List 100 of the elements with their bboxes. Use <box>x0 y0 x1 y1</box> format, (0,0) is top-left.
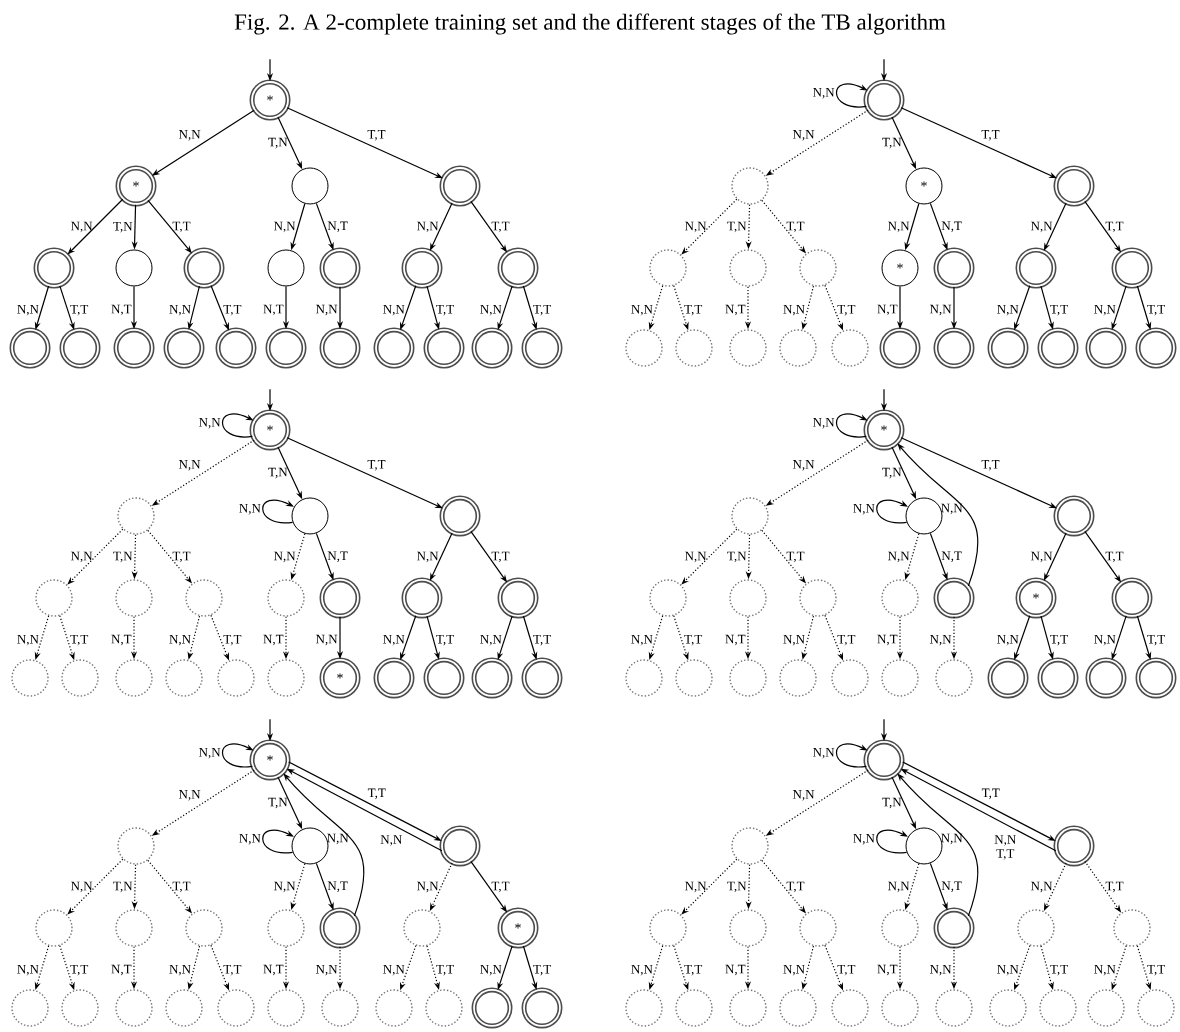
title: Fig. 2. A 2-complete training set and the different stages of the TB algorithm <box>234 13 946 35</box>
back-arrow <box>897 443 979 587</box>
state-circle <box>165 659 203 697</box>
state-circle <box>11 659 49 697</box>
state-circle <box>831 989 869 1027</box>
state-circle <box>267 909 305 947</box>
state-circle <box>935 989 973 1027</box>
state-circle <box>471 657 513 699</box>
state-circle <box>649 249 687 287</box>
state-circle <box>439 825 481 867</box>
state-circle <box>731 167 769 205</box>
state-circle <box>521 657 563 699</box>
state-circle <box>905 497 943 535</box>
loop-arrow <box>876 499 908 524</box>
state-circle <box>319 327 361 369</box>
state-circle <box>1137 989 1175 1027</box>
state-circle <box>319 577 361 619</box>
state-circle <box>1085 657 1127 699</box>
state-circle <box>113 327 155 369</box>
arrow <box>67 528 124 585</box>
state-circle <box>863 79 905 121</box>
state-circle <box>1053 165 1095 207</box>
state-circle <box>163 327 205 369</box>
state-circle <box>729 579 767 617</box>
state-circle <box>1015 247 1057 289</box>
state-circle <box>497 247 539 289</box>
state-circle <box>1017 909 1055 947</box>
state-circle <box>61 659 99 697</box>
state-circle <box>729 909 767 947</box>
state-circle <box>291 167 329 205</box>
state-circle <box>165 989 203 1027</box>
state-circle <box>625 989 663 1027</box>
arrow <box>681 528 738 585</box>
state-circle <box>35 579 73 617</box>
state-circle <box>425 989 463 1027</box>
state-circle <box>423 327 465 369</box>
state-circle <box>1053 825 1095 867</box>
state-circle <box>1039 989 1077 1027</box>
loop-arrow <box>262 829 294 854</box>
state-circle <box>905 827 943 865</box>
state-circle <box>729 989 767 1027</box>
state-circle <box>625 659 663 697</box>
state-circle <box>521 327 563 369</box>
state-circle <box>439 165 481 207</box>
arrow <box>67 858 124 915</box>
state-circle <box>497 577 539 619</box>
state-circle <box>1085 327 1127 369</box>
state-circle <box>267 659 305 697</box>
state-circle <box>215 327 257 369</box>
state-circle <box>1111 247 1153 289</box>
state-circle <box>675 659 713 697</box>
state-circle <box>987 657 1029 699</box>
state-circle <box>401 577 443 619</box>
state-circle <box>403 909 441 947</box>
state-circle <box>1135 657 1177 699</box>
state-circle <box>521 987 563 1029</box>
state-circle <box>933 247 975 289</box>
state-circle <box>881 659 919 697</box>
state-circle <box>729 659 767 697</box>
state-circle <box>291 827 329 865</box>
state-circle <box>291 497 329 535</box>
state-circle <box>933 577 975 619</box>
state-circle <box>59 327 101 369</box>
state-circle <box>863 739 905 781</box>
state-circle <box>267 989 305 1027</box>
state-circle <box>115 249 153 287</box>
state-circle <box>183 247 225 289</box>
state-circle <box>33 247 75 289</box>
state-circle <box>319 247 361 289</box>
state-circle <box>35 909 73 947</box>
state-circle <box>1037 327 1079 369</box>
state-circle <box>61 989 99 1027</box>
state-circle <box>115 659 153 697</box>
state-circle <box>1111 577 1153 619</box>
state-circle <box>779 329 817 367</box>
state-circle <box>731 497 769 535</box>
state-circle <box>321 989 359 1027</box>
arrow <box>681 198 738 255</box>
state-circle <box>831 329 869 367</box>
state-circle <box>373 657 415 699</box>
state-circle <box>799 249 837 287</box>
state-circle <box>375 989 413 1027</box>
state-circle <box>729 249 767 287</box>
state-circle <box>1113 909 1151 947</box>
state-circle <box>11 989 49 1027</box>
state-circle <box>471 987 513 1029</box>
loop-arrow <box>876 829 908 854</box>
state-circle <box>881 989 919 1027</box>
state-circle <box>423 657 465 699</box>
state-circle <box>625 329 663 367</box>
state-circle <box>935 659 973 697</box>
state-circle <box>799 579 837 617</box>
state-circle <box>373 327 415 369</box>
state-circle <box>117 497 155 535</box>
state-circle <box>319 907 361 949</box>
state-circle <box>1087 989 1125 1027</box>
state-circle <box>933 907 975 949</box>
state-circle <box>267 249 305 287</box>
loop-arrow <box>262 499 294 524</box>
state-circle <box>117 827 155 865</box>
